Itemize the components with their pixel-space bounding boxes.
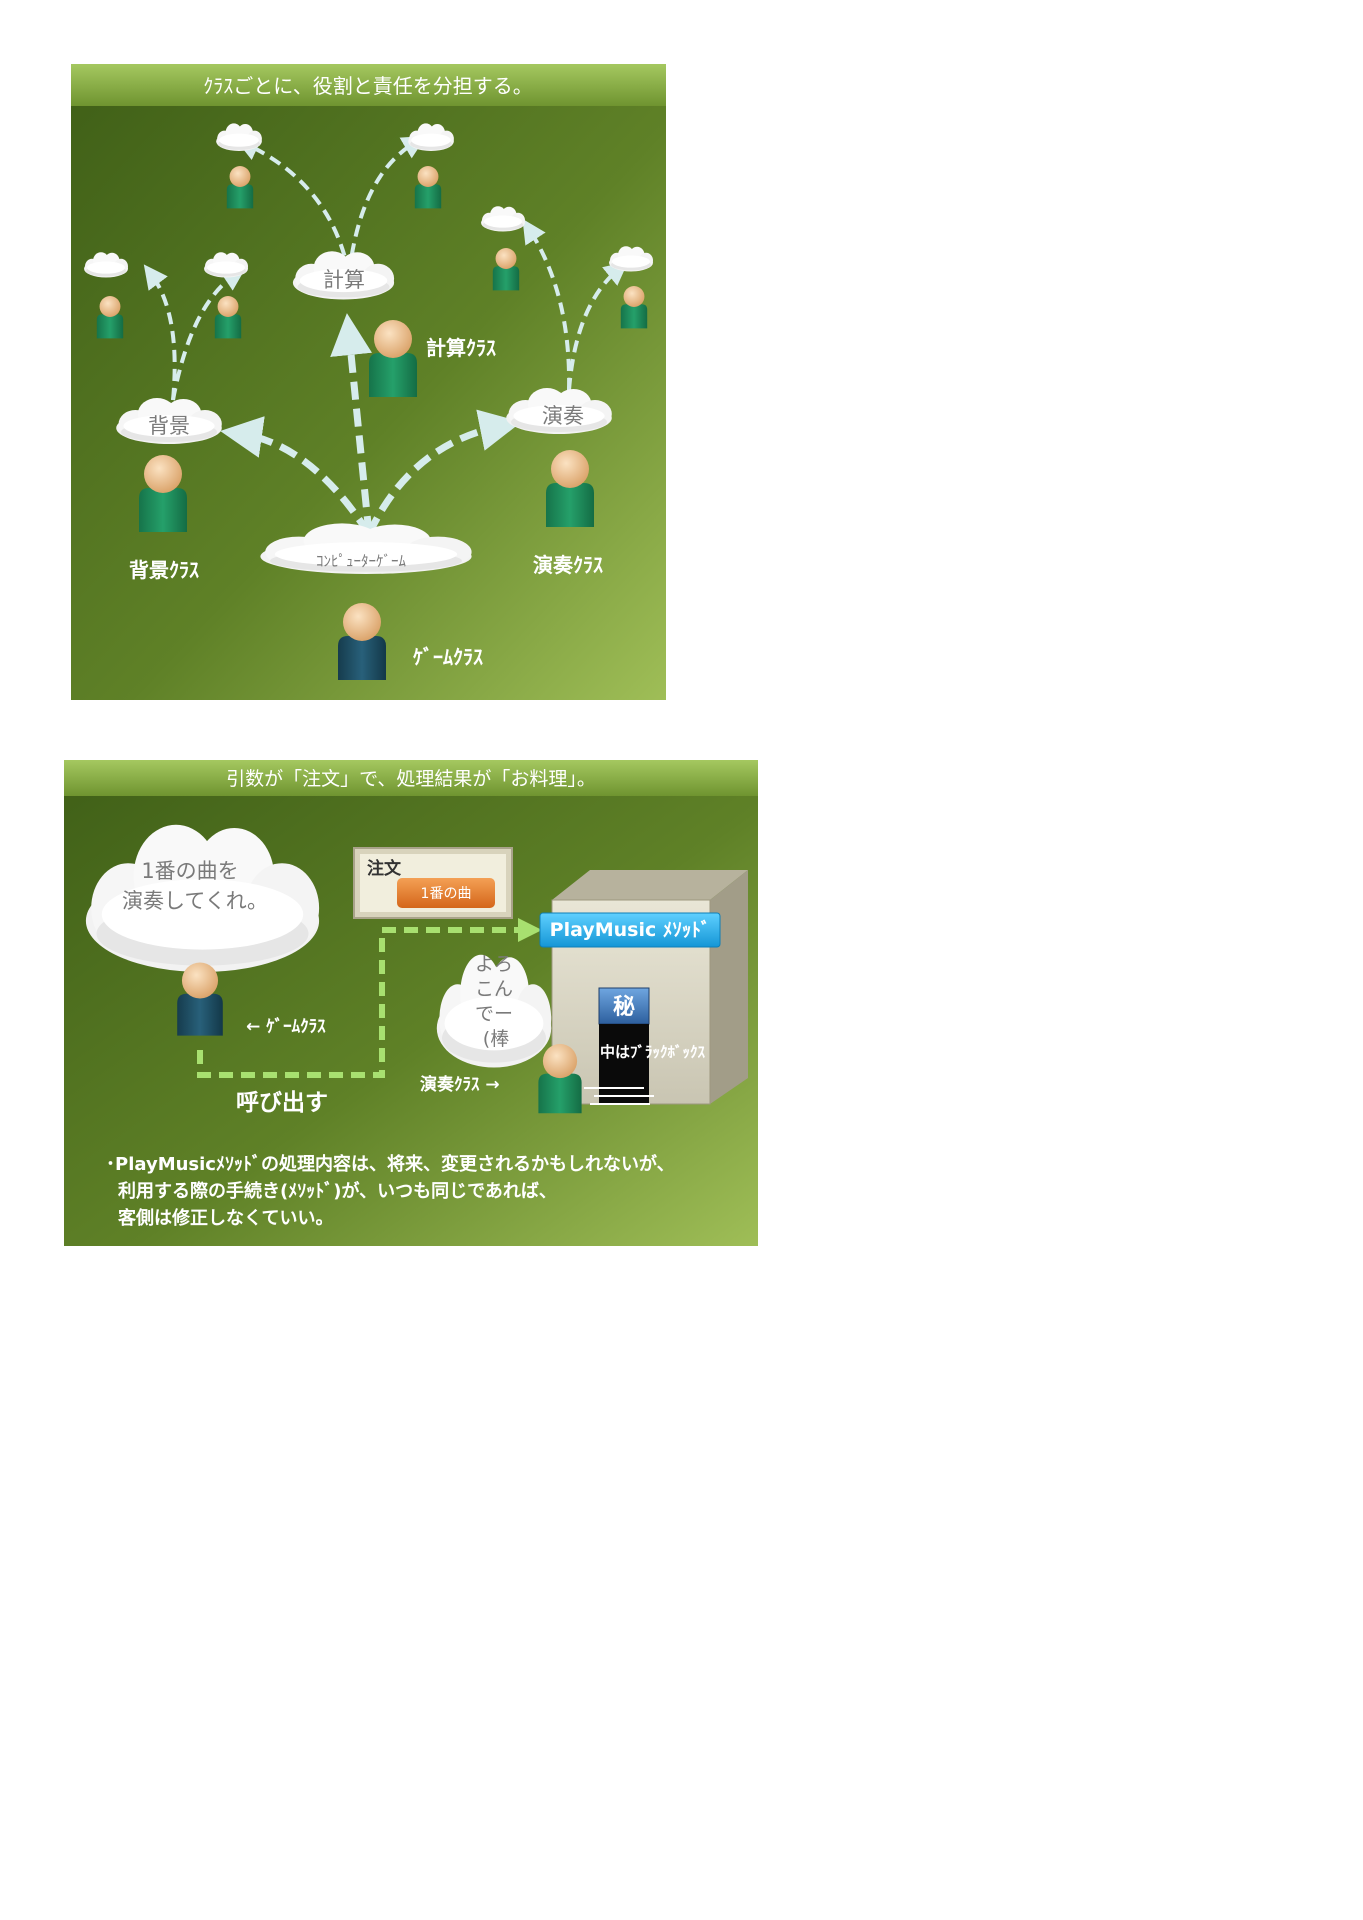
slide-class-roles: ｸﾗｽごとに、役割と責任を分担する。 <box>71 64 666 700</box>
person-keisan <box>369 320 417 397</box>
blackbox-door <box>599 1024 649 1104</box>
method-button-text: PlayMusic ﾒｿｯﾄﾞ <box>550 918 711 941</box>
order-title: 注文 <box>367 858 402 879</box>
person-game <box>338 603 386 680</box>
cloud-game-text: ｺﾝﾋﾟｭｰﾀｰｹﾞｰﾑ <box>316 552 407 570</box>
order-tag-text: 1番の曲 <box>421 886 472 902</box>
slide2-header-title: 引数が「注文」で、処理結果が「お料理」。 <box>226 768 596 790</box>
person-haikei <box>139 455 187 532</box>
cloud-haikei-text: 背景 <box>148 414 190 438</box>
small-person-6 <box>620 286 648 329</box>
secret-text: 秘 <box>613 994 635 1020</box>
note-line-3: 客側は修正しなくていい。 <box>118 1207 333 1229</box>
order-tag <box>397 878 495 908</box>
slide1-header-bar <box>71 64 666 106</box>
slide1-branch-arrows <box>143 135 629 401</box>
secret-badge <box>598 987 650 1025</box>
slide-method-call: 引数が「注文」で、処理結果が「お料理」。 1番の曲を 演奏してくれ。 注文 1番… <box>64 760 758 1246</box>
yorokonde-line-3: でー <box>475 1003 513 1025</box>
slide1-header-title: ｸﾗｽごとに、役割と責任を分担する。 <box>203 74 532 98</box>
person-game-class <box>177 962 223 1036</box>
small-person-3 <box>96 296 124 339</box>
yorokonde-line-2: こん <box>475 978 513 1000</box>
label-ensou-class: 演奏ｸﾗｽ <box>533 553 603 577</box>
small-person-1 <box>226 166 254 209</box>
arrow-to-ensou <box>365 409 522 536</box>
note-line-2: 利用する際の手続き(ﾒｿｯﾄﾞ)が、いつも同じであれば、 <box>118 1180 557 1202</box>
label-game-class: ｹﾞｰﾑｸﾗｽ <box>413 645 483 669</box>
slide1-arrows <box>220 313 522 536</box>
arrow-to-keisan <box>330 313 373 535</box>
slide1-background <box>71 64 666 700</box>
cloud-ensou-text: 演奏 <box>542 404 584 428</box>
cloud-keisan-text: 計算 <box>323 268 365 292</box>
small-person-5 <box>492 248 520 291</box>
label-call: 呼び出す <box>236 1090 328 1116</box>
order-card: 注文 1番の曲 <box>353 847 513 919</box>
arrow-to-haikei <box>220 416 372 536</box>
speech-line-1: 1番の曲を <box>141 859 238 883</box>
blackbox-text: 中はﾌﾞﾗｯｸﾎﾞｯｸｽ <box>600 1043 706 1061</box>
small-person-2 <box>414 166 442 209</box>
person-ensou-class <box>538 1043 582 1114</box>
black-box: 秘 中はﾌﾞﾗｯｸﾎﾞｯｸｽ <box>551 870 748 1105</box>
slide2-header-bar <box>64 760 758 796</box>
call-path <box>197 918 542 1078</box>
speech-line-2: 演奏してくれ。 <box>122 889 268 913</box>
yorokonde-line-1: よろ <box>475 953 513 975</box>
label-haikei-class: 背景ｸﾗｽ <box>129 558 199 582</box>
person-ensou <box>546 450 594 527</box>
small-person-4 <box>214 296 242 339</box>
speed-lines <box>584 1087 654 1105</box>
label-ensou-class-arrow: 演奏ｸﾗｽ → <box>420 1074 500 1095</box>
note-line-1: ･PlayMusicﾒｿｯﾄﾞの処理内容は、将来、変更されるかもしれないが、 <box>106 1153 675 1175</box>
yorokonde-line-4: (棒 <box>483 1028 509 1050</box>
method-button[interactable] <box>539 912 721 948</box>
label-game-class-arrow: ← ｹﾞｰﾑｸﾗｽ <box>246 1016 326 1037</box>
label-keisan-class: 計算ｸﾗｽ <box>426 336 496 360</box>
